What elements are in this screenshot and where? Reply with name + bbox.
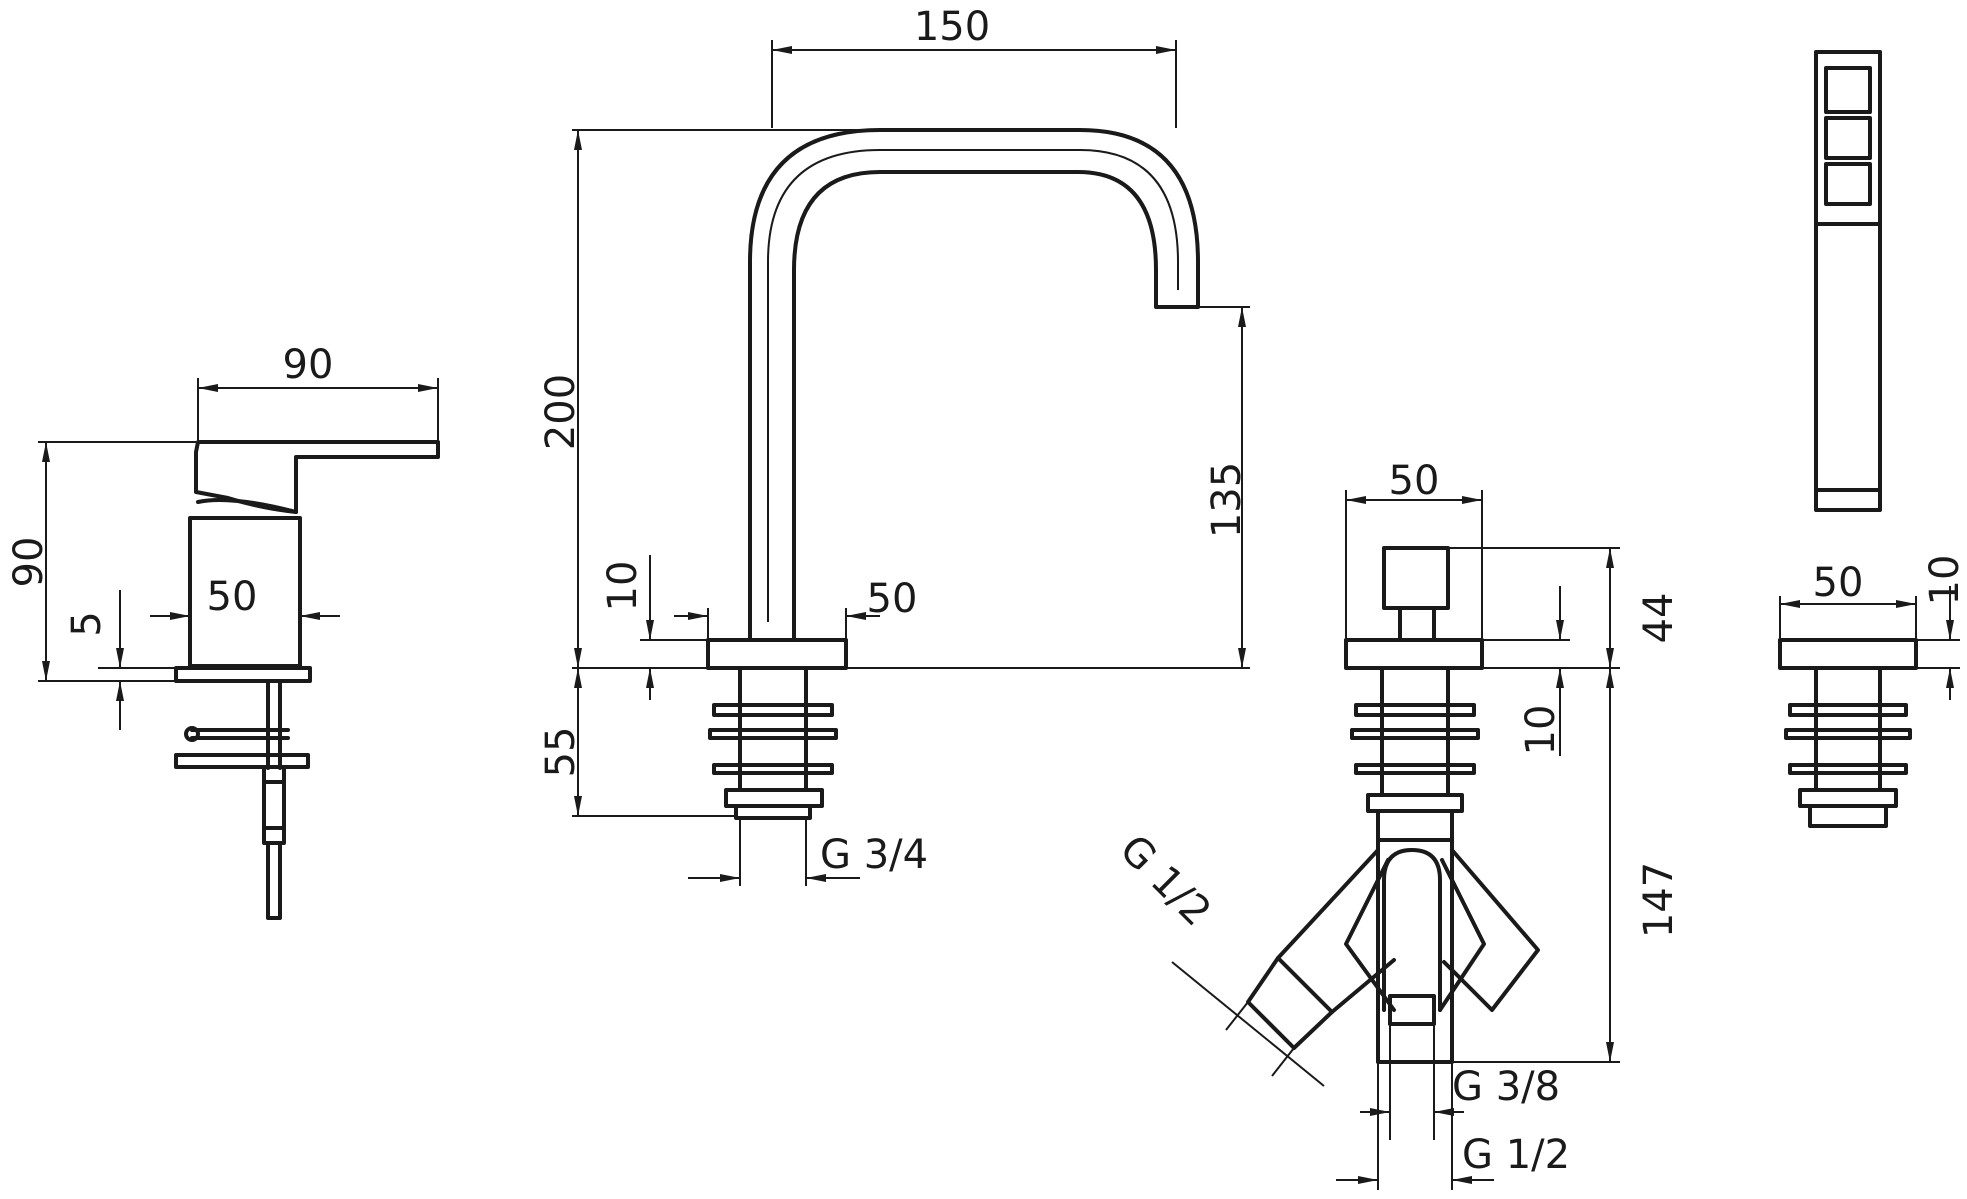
diverter-view: 50 44 10 147 G 1/2 G 3/8 G 1/2 — [1111, 458, 1682, 1190]
handshower-view: 50 10 — [1778, 50, 1967, 828]
dim-diverter-out-big: G 1/2 — [1462, 1132, 1570, 1178]
dim-diverter-out-small: G 3/8 — [1452, 1064, 1560, 1110]
dim-spout-base: 50 — [867, 576, 918, 622]
dim-spout-outlet: 135 — [1204, 462, 1250, 538]
dim-mixer-width: 90 — [283, 342, 334, 388]
dim-diverter-below: 147 — [1636, 862, 1682, 938]
dim-mixer-deck: 5 — [64, 611, 110, 636]
dim-holder-width: 50 — [1813, 560, 1864, 606]
dim-diverter-width: 50 — [1389, 458, 1440, 504]
dim-spout-plate: 10 — [600, 561, 646, 612]
dim-spout-below: 55 — [538, 727, 584, 778]
dim-diverter-height: 44 — [1636, 593, 1682, 644]
dim-mixer-body: 50 — [207, 574, 258, 620]
dim-diverter-plate: 10 — [1518, 705, 1564, 756]
dim-diverter-inlet: G 1/2 — [1111, 826, 1220, 935]
mixer-view: 90 90 50 5 — [6, 342, 440, 920]
dim-spout-height: 200 — [538, 374, 584, 450]
spout-view: 150 200 135 10 50 55 G 3/4 — [538, 4, 1250, 886]
dim-holder-plate: 10 — [1922, 555, 1967, 606]
dim-spout-thread: G 3/4 — [820, 832, 928, 878]
dim-mixer-height: 90 — [6, 537, 52, 588]
dim-spout-reach: 150 — [914, 4, 990, 50]
